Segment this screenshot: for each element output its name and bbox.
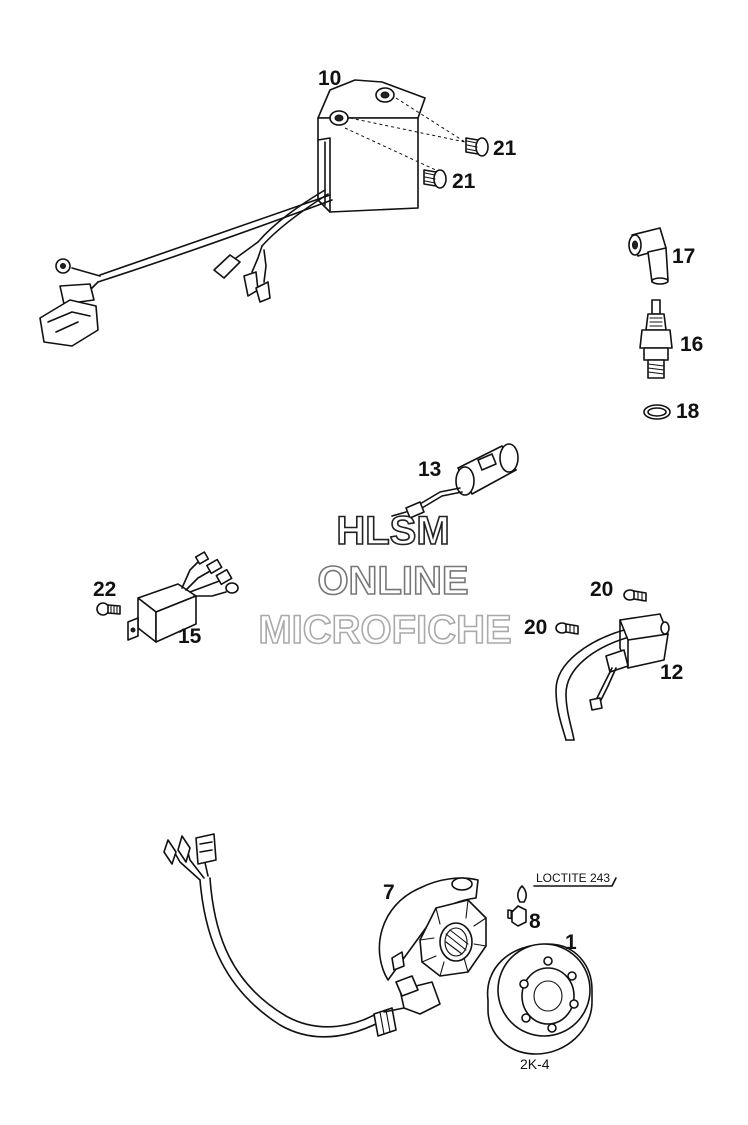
callout-7: 7 (383, 881, 395, 904)
part-1-flywheel (486, 943, 593, 1055)
callout-15: 15 (178, 625, 202, 648)
part-12-ignition-coil (555, 613, 670, 741)
callout-21-lower: 21 (452, 170, 476, 193)
watermark-line-3: MICROFICHE (258, 608, 511, 652)
callout-12: 12 (660, 661, 683, 684)
watermark: HLSM ONLINE MICROFICHE (258, 508, 513, 653)
part-10-cdi-unit (39, 79, 466, 347)
callout-8: 8 (529, 910, 541, 933)
part-16-spark-plug (639, 299, 673, 379)
callout-13: 13 (418, 458, 441, 481)
part-7-stator (163, 833, 487, 1038)
watermark-line-1: HLSM (336, 509, 449, 553)
part-17-spark-plug-cap (628, 227, 669, 285)
callout-20-lower: 20 (524, 616, 547, 639)
part-13-connector (391, 443, 519, 519)
part-20-screw-lower (555, 622, 579, 635)
part-21-screw-lower (423, 169, 447, 189)
part-21-screw-upper (465, 137, 489, 157)
callout-20-upper: 20 (590, 578, 613, 601)
part-18-o-ring (643, 404, 671, 420)
watermark-line-2: ONLINE (317, 559, 468, 603)
callout-10: 10 (318, 67, 341, 90)
loctite-note: LOCTITE 243 (536, 871, 610, 885)
diagram-code: 2K-4 (520, 1056, 550, 1072)
callout-1: 1 (565, 931, 577, 954)
callout-21-upper: 21 (493, 137, 517, 160)
part-20-screw-upper (623, 589, 647, 602)
part-15-regulator (127, 551, 239, 643)
part-22-screw (96, 602, 121, 616)
callout-22: 22 (93, 578, 116, 601)
part-8-screw (507, 877, 617, 927)
callout-18: 18 (676, 400, 700, 423)
callout-labels: 10 21 21 17 16 18 13 22 15 20 20 12 7 8 … (93, 67, 703, 1072)
callout-17: 17 (672, 245, 695, 268)
callout-16: 16 (680, 333, 703, 356)
